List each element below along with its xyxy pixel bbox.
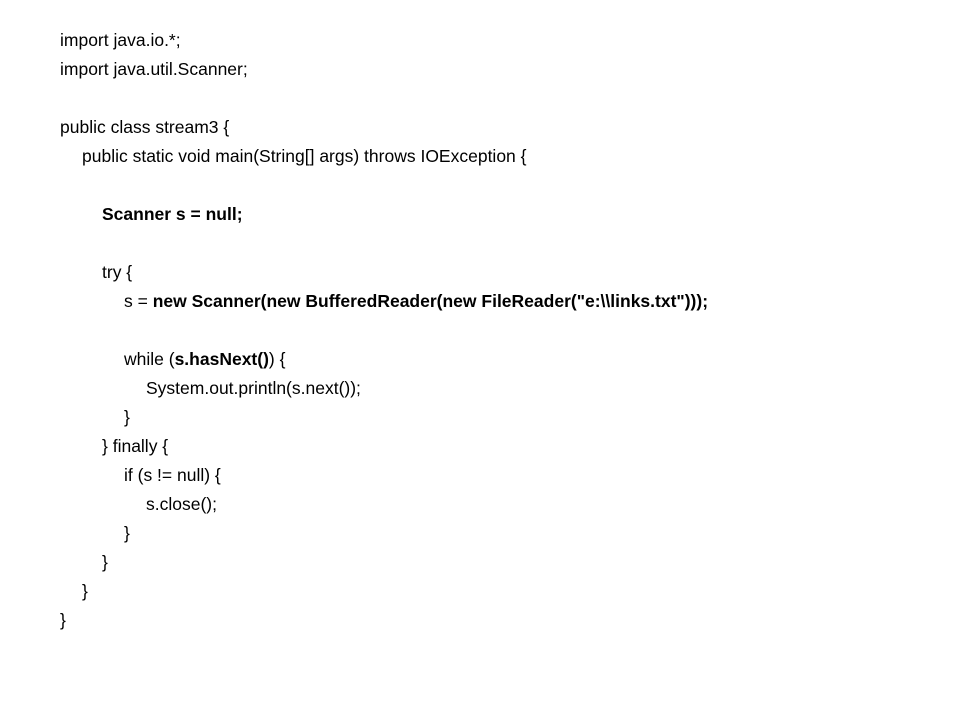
- code-line-blank: [60, 229, 940, 258]
- code-assign-prefix: s =: [124, 291, 153, 311]
- code-line-main-decl: public static void main(String[] args) t…: [82, 146, 527, 166]
- code-line-close-finally: }: [102, 552, 108, 572]
- code-line-blank: [60, 316, 940, 345]
- code-while-suffix: ) {: [268, 349, 286, 369]
- code-while-prefix: while (: [124, 349, 175, 369]
- code-line-close-main: }: [82, 581, 88, 601]
- code-line-close-class: }: [60, 610, 66, 630]
- code-line-if-open: if (s != null) {: [124, 465, 221, 485]
- code-line-close-while: }: [124, 407, 130, 427]
- code-line-scanner-decl: Scanner s = null;: [102, 204, 243, 224]
- code-line-scanner-assign: s = new Scanner(new BufferedReader(new F…: [60, 287, 940, 316]
- code-line-blank: [60, 84, 940, 113]
- code-line-println: System.out.println(s.next());: [146, 378, 361, 398]
- code-assign-bold: new Scanner(new BufferedReader(new FileR…: [152, 291, 709, 311]
- code-while-bold: s.hasNext(): [174, 349, 269, 369]
- code-line-while-open: while (s.hasNext()) {: [60, 345, 940, 374]
- code-line-try-open: try {: [102, 262, 133, 282]
- code-line-blank: [60, 171, 940, 200]
- code-line-import-io: import java.io.*;: [60, 30, 181, 50]
- code-line-class-decl: public class stream3 {: [60, 117, 230, 137]
- code-line-import-scanner: import java.util.Scanner;: [60, 59, 248, 79]
- code-listing: import java.io.*; import java.util.Scann…: [60, 26, 940, 635]
- code-line-close-call: s.close();: [146, 494, 217, 514]
- code-line-finally-open: } finally {: [102, 436, 169, 456]
- code-line-close-if: }: [124, 523, 130, 543]
